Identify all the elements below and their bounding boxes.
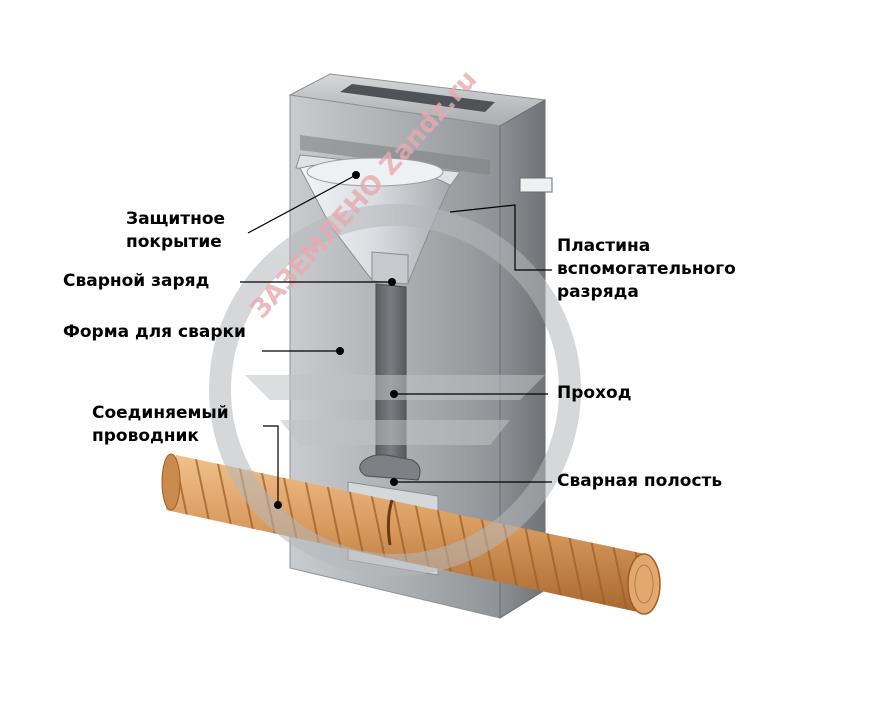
leader-lines	[240, 174, 552, 505]
label-passage: Проход	[557, 383, 632, 403]
label-weld-charge: Сварной заряд	[63, 271, 210, 291]
label-protective-cover: Защитное покрытие	[126, 209, 226, 252]
leader-conductor	[263, 425, 279, 505]
label-conductor: Соединяемый проводник	[92, 403, 229, 446]
cable-strand	[654, 440, 694, 630]
leader-protective-cover	[247, 174, 357, 234]
ignition-plate	[519, 177, 553, 193]
label-mold: Форма для сварки	[63, 322, 246, 342]
weld-cavity	[359, 454, 421, 481]
leader-dots	[274, 171, 398, 509]
label-weld-cavity: Сварная полость	[557, 471, 723, 491]
weld-charge	[371, 251, 409, 285]
leader-ignition-plate	[449, 204, 552, 271]
watermark	[209, 204, 581, 576]
label-ignition-plate: Пластина вспомогательного разряда	[557, 236, 736, 302]
cable-strand	[675, 440, 715, 630]
